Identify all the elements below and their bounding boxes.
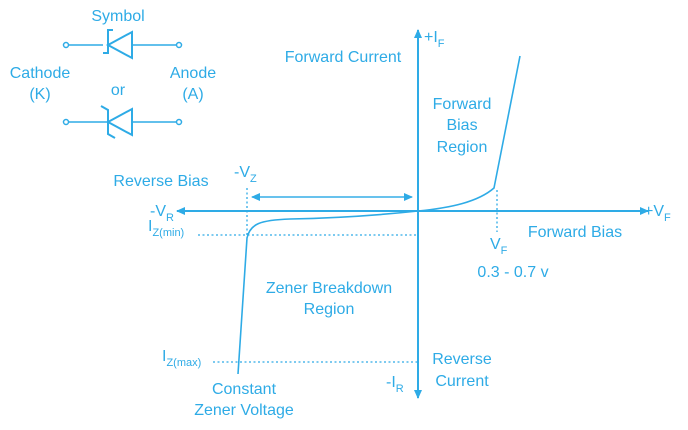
axis-label-minus-ir: -IR [386,374,404,395]
iv-curve [237,55,521,375]
diode-symbol-group: Symbol Cathode (K) or Anode (A) [10,8,216,139]
forward-bias-label: Forward Bias [528,224,622,241]
constant-zener-voltage-line-1: Constant [212,381,277,398]
iz-max-label: IZ(max) [162,348,201,369]
zener-symbol-lower [62,105,183,139]
axis-label-plus-vf: +VF [644,203,671,224]
axis-label-plus-if: +IF [424,29,445,50]
vf-label: VF [490,236,508,257]
anode-label: Anode [170,65,216,82]
reverse-bias-label: Reverse Bias [113,173,208,190]
or-label: or [111,82,126,99]
reverse-current-line-1: Reverse [432,351,492,368]
reverse-current-line-2: Current [435,373,489,390]
minus-vz-label: -VZ [234,164,257,185]
cathode-short-label: (K) [29,86,50,103]
symbol-title: Symbol [91,8,144,25]
cathode-label: Cathode [10,65,71,82]
forward-bias-region-line-1: Forward [433,96,492,113]
forward-current-label: Forward Current [285,49,402,66]
zener-symbol-upper [62,29,183,60]
forward-bias-region-line-2: Bias [446,117,477,134]
zener-breakdown-region-line-1: Zener Breakdown [266,280,392,297]
constant-zener-voltage-line-2: Zener Voltage [194,402,294,419]
vf-range-label: 0.3 - 0.7 v [477,264,548,281]
forward-bias-region-line-3: Region [437,139,488,156]
anode-short-label: (A) [182,86,203,103]
iz-min-label: IZ(min) [148,218,184,239]
axis-label-minus-vr: -VR [150,203,174,224]
zener-breakdown-region-line-2: Region [304,301,355,318]
